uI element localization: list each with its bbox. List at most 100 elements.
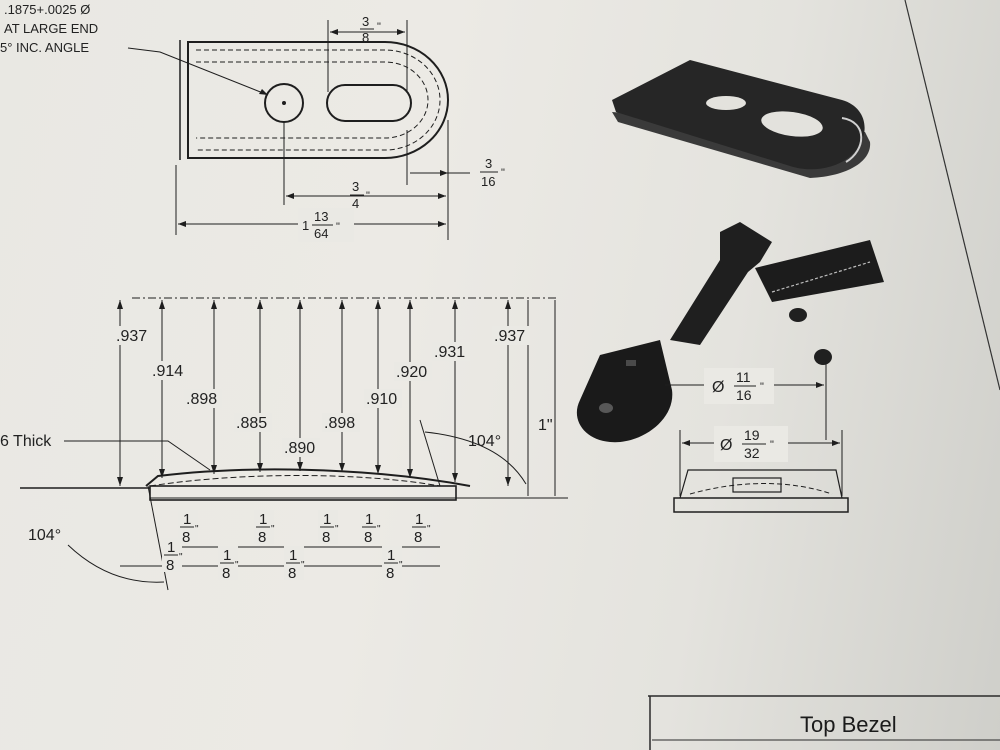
sheet-border-line (904, 0, 1000, 391)
svg-text:": " (336, 221, 340, 233)
svg-text:": " (235, 560, 239, 571)
height-arrow-top (117, 300, 123, 309)
dim-hole-offset: 3 4 " (350, 179, 370, 211)
spacing-fraction: 18 " (218, 546, 239, 582)
svg-text:1: 1 (183, 511, 191, 528)
height-label: .931 (434, 344, 465, 361)
bezel-plate-photo (612, 60, 871, 178)
height-arrow-bottom (375, 465, 381, 474)
dim-outer-diameter: Ø 11 16 " (704, 368, 774, 404)
svg-text:1: 1 (323, 511, 331, 528)
spacing-fraction: 18" (318, 510, 339, 546)
svg-text:8: 8 (258, 529, 266, 546)
svg-text:Ø: Ø (720, 437, 732, 454)
spacing-fraction: 18" (254, 510, 275, 546)
height-label-bg (282, 438, 320, 457)
height-label-bg (364, 389, 402, 408)
dim-inner-diameter: Ø 19 32 " (714, 426, 788, 462)
height-label-bg (432, 342, 470, 361)
spacing-fraction: 18" (284, 546, 305, 582)
dim-edge: 3 16 " (480, 156, 505, 189)
svg-text:": " (427, 524, 431, 535)
svg-text:3: 3 (352, 179, 359, 194)
svg-text:16: 16 (481, 174, 495, 189)
dim-slot-offset: 3 8 " (360, 14, 381, 45)
height-label: .898 (324, 415, 355, 432)
svg-text:": " (399, 560, 403, 571)
height-arrow-bottom (339, 463, 345, 472)
svg-text:Ø: Ø (712, 379, 724, 396)
height-arrow-bottom (407, 469, 413, 478)
svg-text:4: 4 (352, 196, 359, 211)
height-arrow-top (257, 300, 263, 309)
height-arrow-top (407, 300, 413, 309)
svg-text:1: 1 (365, 511, 373, 528)
note-line-3: 5° INC. ANGLE (0, 40, 89, 55)
height-arrow-top (339, 300, 345, 309)
svg-text:1: 1 (259, 511, 267, 528)
screw-1 (789, 308, 807, 322)
svg-text:": " (179, 552, 183, 563)
height-arrow-top (211, 300, 217, 309)
svg-text:8: 8 (288, 565, 296, 582)
svg-text:8: 8 (182, 529, 190, 546)
svg-text:19: 19 (744, 427, 760, 443)
height-arrow-top (159, 300, 165, 309)
svg-text:1: 1 (289, 547, 297, 564)
height-arrow-bottom (117, 477, 123, 486)
svg-text:3: 3 (485, 156, 492, 171)
svg-text:1: 1 (223, 547, 231, 564)
height-label-bg (394, 362, 432, 381)
height-arrow-top (297, 300, 303, 309)
svg-text:": " (377, 21, 381, 33)
bezel-arrows (682, 382, 840, 446)
barrel-hole (599, 403, 613, 413)
svg-text:": " (366, 190, 370, 202)
spacing-fraction: 18" (162, 538, 183, 574)
note-line-2: AT LARGE END (4, 21, 98, 36)
svg-text:1: 1 (387, 547, 395, 564)
top-view (127, 20, 470, 240)
svg-text:11: 11 (736, 369, 751, 385)
height-arrow-bottom (211, 465, 217, 474)
screw-2 (814, 349, 832, 365)
svg-text:8: 8 (362, 30, 369, 45)
title-block-name: Top Bezel (800, 712, 897, 737)
svg-text:8: 8 (364, 529, 372, 546)
overall-height-label: 1" (538, 417, 553, 434)
top-view-arrows (178, 29, 448, 227)
svg-text:": " (770, 439, 774, 451)
height-label-bg (234, 413, 272, 432)
spacing-fraction: 18 " (382, 546, 403, 582)
height-label-bg (114, 326, 152, 345)
svg-text:16: 16 (736, 387, 752, 403)
svg-text:8: 8 (386, 565, 394, 582)
height-arrow-bottom (257, 463, 263, 472)
height-arrow-bottom (297, 462, 303, 471)
svg-text:8: 8 (414, 529, 422, 546)
spacing-fraction: 18" (410, 510, 431, 546)
height-label-bg (150, 361, 188, 380)
height-arrow-top (375, 300, 381, 309)
svg-text:": " (195, 524, 199, 535)
svg-text:8: 8 (222, 565, 230, 582)
svg-text:": " (377, 524, 381, 535)
slot (326, 84, 412, 122)
height-label: .885 (236, 415, 267, 432)
height-label-bg (184, 389, 222, 408)
spacing-fraction: 18 " (360, 510, 381, 546)
svg-text:32: 32 (744, 445, 760, 461)
height-arrow-top (505, 300, 511, 309)
height-arrow-top (452, 300, 458, 309)
svg-text:": " (760, 381, 764, 393)
svg-text:3: 3 (362, 14, 369, 29)
printed-parts-photo (576, 222, 884, 443)
height-label-bg (322, 413, 360, 432)
svg-text:": " (501, 167, 505, 179)
spacing-fraction: 18 " (178, 510, 199, 546)
height-label: .890 (284, 440, 315, 457)
title-block (648, 695, 1000, 750)
svg-text:8: 8 (166, 557, 174, 574)
svg-text:1: 1 (302, 218, 309, 233)
spacing-ticks: 18"18"18"18"18"18"18"18"18" (162, 510, 431, 582)
